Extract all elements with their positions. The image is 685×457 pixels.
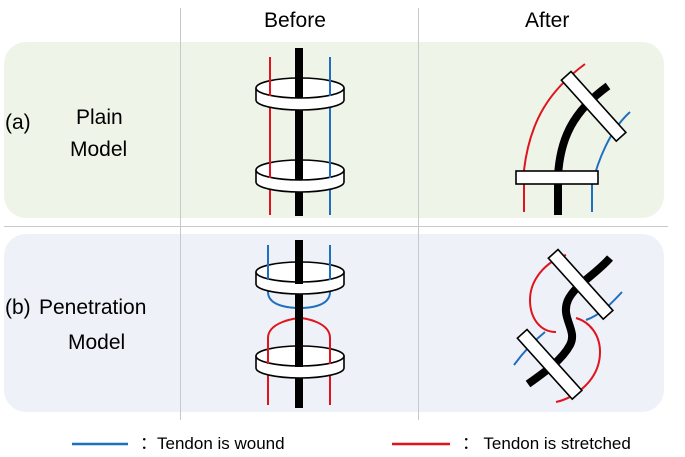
row-a-tag: (a) — [5, 111, 31, 134]
penetration-before-disk-upper — [255, 261, 345, 295]
row-b-name-line2: Model — [68, 331, 126, 354]
plain-before-diagram — [255, 48, 345, 216]
penetration-after-disk-lower — [516, 328, 584, 401]
legend-stretched-label: ： Tendon is stretched — [462, 434, 631, 453]
penetration-before-diagram — [255, 240, 345, 408]
row-b-name-line1: Penetration — [39, 296, 147, 319]
penetration-after-disk-upper — [547, 248, 615, 321]
row-b-tag: (b) — [5, 296, 31, 319]
plain-before-disk-upper — [255, 76, 345, 111]
legend-wound-label: ：Tendon is wound — [140, 434, 285, 453]
column-header-before: Before — [264, 9, 326, 32]
penetration-after-diagram — [513, 248, 623, 403]
grid-line-col2 — [418, 8, 419, 420]
grid-line-col1 — [180, 8, 181, 420]
plain-after-disk-upper — [560, 70, 628, 143]
penetration-before-disk-lower — [255, 345, 345, 379]
plain-after-diagram — [515, 63, 631, 215]
penetration-after-red-tendon-upper — [528, 254, 567, 333]
row-a-name-line1: Plain — [76, 106, 123, 129]
grid-line-row-divider — [4, 226, 668, 227]
row-a-name-line2: Model — [70, 138, 128, 161]
column-header-after: After — [525, 9, 570, 32]
plain-before-disk-lower — [255, 158, 345, 193]
plain-after-disk-lower — [515, 170, 599, 185]
